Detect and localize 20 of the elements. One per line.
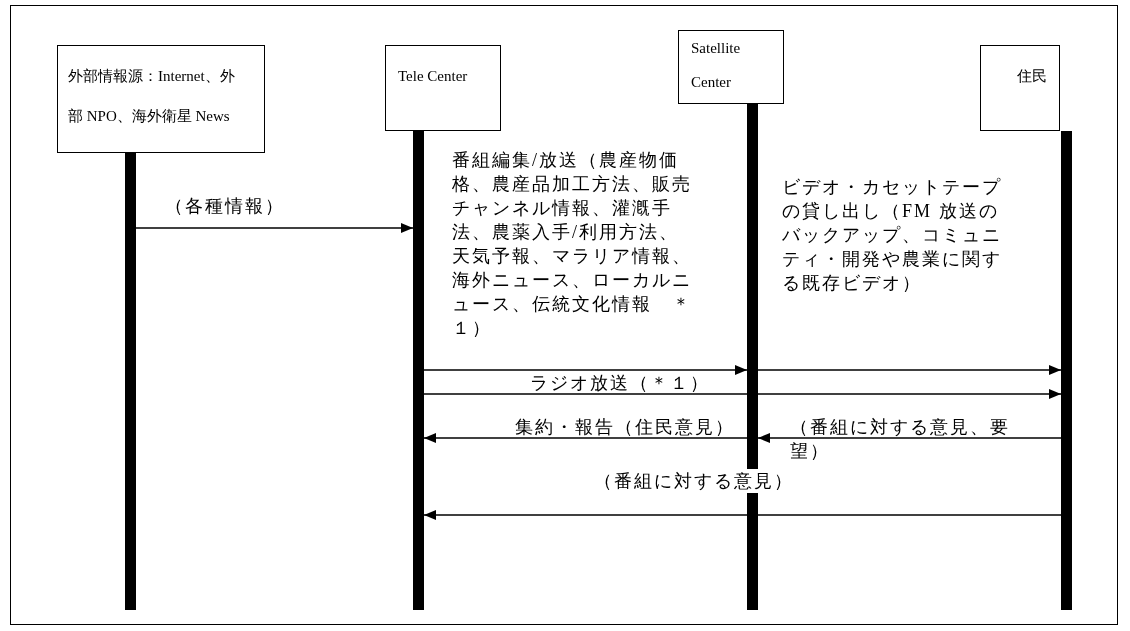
message-arrow [757, 365, 1062, 375]
lifeline-bar [125, 153, 136, 610]
edge-label: ラジオ放送（＊１） [530, 372, 711, 395]
message-arrow [423, 365, 748, 375]
message-arrow [423, 433, 748, 443]
message-arrow [423, 510, 1062, 520]
lifeline-header-box: Tele Center [385, 45, 501, 131]
edge-label: （各種情報） [165, 195, 286, 218]
edge-label: ビデオ・カセットテープの貸し出し（FM 放送のバックアップ、コミュニティ・開発や農業に関する既存ビデオ） [782, 176, 1003, 295]
edge-label: 番組編集/放送（農産物価格、農産品加工方法、販売チャンネル情報、灌漑手法、農薬入手/利用方法、天気予報、マラリア情報、海外ニュース、ローカルニュース、伝統文化情報 ＊１） [452, 149, 693, 340]
message-arrow [423, 389, 1062, 399]
lifeline-header-box: Satellite Center [678, 30, 784, 104]
edge-label: 集約・報告（住民意見） [515, 416, 735, 439]
lifeline-header-box: 外部情報源：Internet、外部 NPO、海外衛星 News [57, 45, 265, 153]
lifeline-bar [1061, 131, 1072, 610]
lifeline-header-box: 住民 [980, 45, 1060, 131]
edge-label: （番組に対する意見、要望） [790, 416, 1011, 463]
message-arrow [757, 433, 1062, 443]
lifeline-bar [413, 131, 424, 610]
message-arrow [135, 223, 414, 233]
